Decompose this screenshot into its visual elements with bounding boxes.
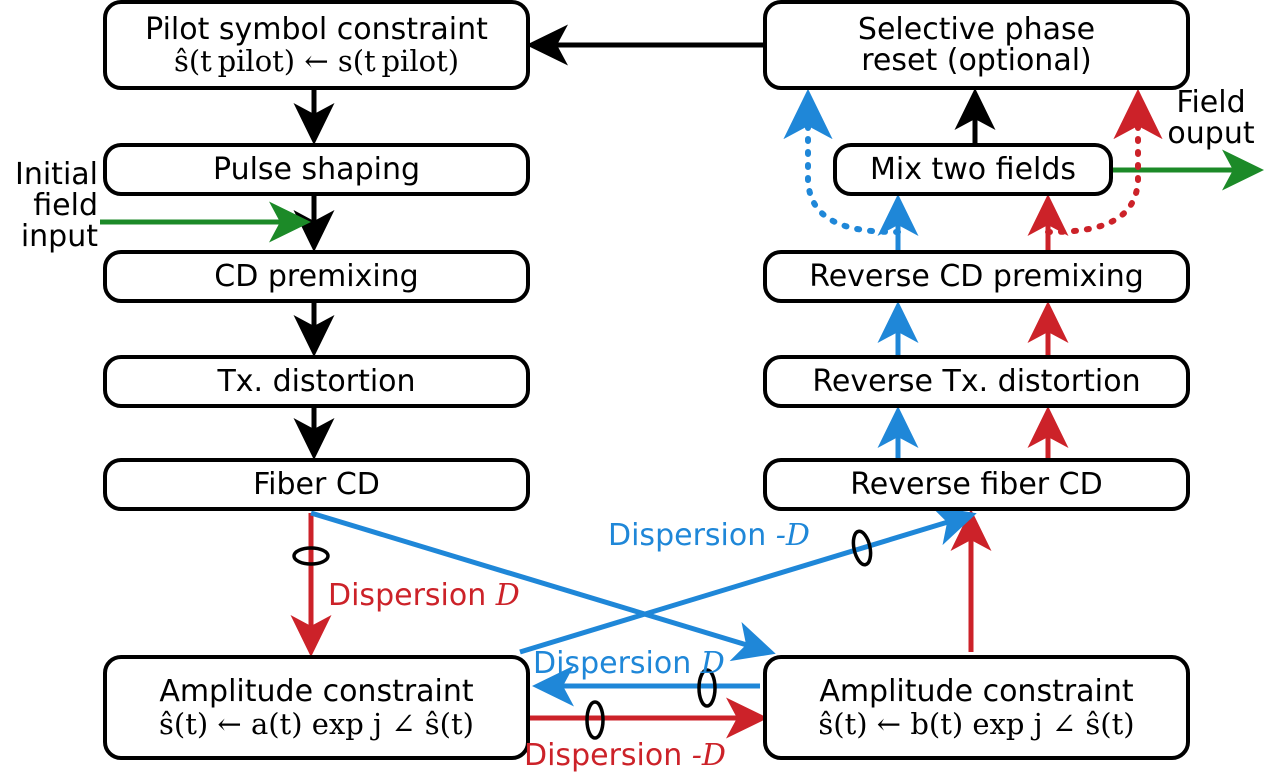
- box-reverse-fiber-cd[interactable]: Reverse fiber CD: [763, 458, 1190, 511]
- box-reverse-cd-premixing-label: Reverse CD premixing: [809, 258, 1144, 294]
- box-pilot-line2: ŝ(t pilot) ← s(t pilot): [173, 44, 460, 79]
- box-amp-left-line2: ŝ(t) ← a(t) exp j ∠ ŝ(t): [159, 706, 474, 741]
- box-cd-premixing-label: CD premixing: [214, 258, 419, 294]
- box-tx-distortion[interactable]: Tx. distortion: [103, 355, 530, 408]
- edge-label-dispersion-D-blue-text: Dispersion: [533, 646, 701, 681]
- initial-field-input-line2: field: [33, 187, 98, 223]
- field-output-label: Field ouput: [1158, 85, 1264, 151]
- edge-label-dispersion-D-red-sym: D: [495, 578, 520, 613]
- box-tx-distortion-label: Tx. distortion: [217, 363, 416, 399]
- box-cd-premixing[interactable]: CD premixing: [103, 250, 530, 303]
- box-pilot-line1: Pilot symbol constraint: [145, 11, 488, 47]
- field-output-line2: ouput: [1167, 115, 1255, 151]
- box-phase-reset-line2: reset (optional): [861, 43, 1092, 78]
- red-dotted-branch-to-phasereset: [1045, 88, 1163, 235]
- field-output-line1: Field: [1176, 85, 1246, 120]
- box-amplitude-constraint-right[interactable]: Amplitude constraint ŝ(t) ← b(t) exp j ∠…: [763, 655, 1190, 760]
- blue-arrow-fibercd-to-ampright: [310, 510, 776, 662]
- box-fiber-cd[interactable]: Fiber CD: [103, 458, 530, 511]
- loop-marker-blue-diagonal: [851, 529, 873, 567]
- box-reverse-tx-distortion-label: Reverse Tx. distortion: [812, 363, 1141, 399]
- box-pulse-shaping[interactable]: Pulse shaping: [103, 143, 530, 196]
- box-fiber-cd-label: Fiber CD: [253, 466, 380, 502]
- box-mix-two-fields-label: Mix two fields: [869, 151, 1077, 187]
- box-amp-right-line1: Amplitude constraint: [819, 674, 1134, 710]
- blue-arrow-ampleft-to-revfibercd: [519, 505, 977, 655]
- edge-label-dispersion-D-red: Dispersion D: [328, 578, 520, 613]
- box-pulse-shaping-label: Pulse shaping: [213, 151, 420, 187]
- box-mix-two-fields[interactable]: Mix two fields: [833, 143, 1113, 196]
- box-reverse-fiber-cd-label: Reverse fiber CD: [850, 466, 1103, 502]
- edge-label-dispersion-D-blue: Dispersion D: [533, 646, 725, 681]
- box-amplitude-constraint-left[interactable]: Amplitude constraint ŝ(t) ← a(t) exp j ∠…: [103, 655, 530, 760]
- box-amp-left-line1: Amplitude constraint: [159, 674, 474, 710]
- box-amp-right-line2: ŝ(t) ← b(t) exp j ∠ ŝ(t): [818, 706, 1135, 741]
- edge-label-dispersion-D-red-text: Dispersion: [328, 578, 496, 613]
- edge-label-dispersion-negD-blue-text: Dispersion: [608, 518, 776, 553]
- edge-label-dispersion-D-blue-sym: D: [700, 646, 725, 681]
- edge-label-dispersion-negD-red-sym: -D: [691, 738, 726, 773]
- loop-markers: [292, 529, 873, 740]
- blue-dotted-branch-to-phasereset: [783, 88, 901, 235]
- initial-field-input-line3: input: [20, 218, 98, 254]
- box-reverse-cd-premixing[interactable]: Reverse CD premixing: [763, 250, 1190, 303]
- box-reverse-tx-distortion[interactable]: Reverse Tx. distortion: [763, 355, 1190, 408]
- edge-label-dispersion-negD-blue-sym: -D: [775, 518, 810, 553]
- loop-marker-red-bottom: [585, 700, 605, 740]
- loop-marker-blue-bottom: [697, 668, 717, 708]
- edge-label-dispersion-negD-blue: Dispersion -D: [608, 518, 810, 553]
- box-selective-phase-reset[interactable]: Selective phase reset (optional): [763, 0, 1190, 90]
- initial-field-input-line1: Initial: [14, 157, 98, 192]
- initial-field-input-label: Initial field input: [0, 157, 98, 254]
- box-pilot-symbol-constraint[interactable]: Pilot symbol constraint ŝ(t pilot) ← s(t…: [103, 0, 530, 90]
- box-phase-reset-line1: Selective phase: [857, 11, 1096, 47]
- edge-label-dispersion-negD-red: Dispersion -D: [524, 738, 726, 773]
- edge-label-dispersion-negD-red-text: Dispersion: [524, 738, 692, 773]
- loop-marker-red-vertical: [292, 546, 330, 566]
